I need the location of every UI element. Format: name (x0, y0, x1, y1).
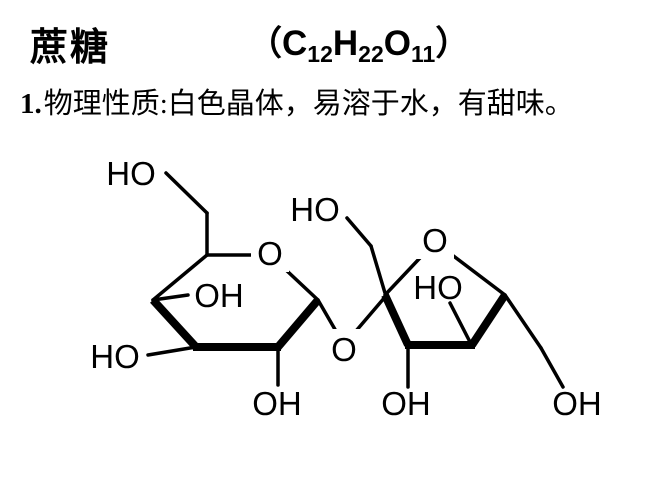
label-glucose-c2-oh: OH (252, 385, 302, 422)
bond-fructose-c4-ho (448, 301, 472, 344)
item-number: 1. (20, 88, 42, 120)
property-text: 物理性质:白色晶体，易溶于水，有甜味。 (43, 88, 574, 120)
bond-fructose-c5-c4-bold (468, 292, 509, 348)
label-fructose-ring-o: O (422, 222, 448, 259)
formula-carbon: C (282, 24, 308, 63)
bond-glucose-c3-ho (146, 345, 198, 357)
formula-hydrogen-count: 22 (358, 41, 384, 67)
label-glucose-ring-o: O (257, 235, 283, 272)
bond-fructose-c5-c6 (503, 293, 543, 350)
bond-glucose-c4-oh (151, 293, 190, 302)
formula-open-paren: （ (248, 26, 282, 63)
header: 蔗糖 （C12H22O11） (30, 16, 650, 71)
label-fructose-c6-oh: OH (552, 385, 602, 422)
page-title: 蔗糖 (30, 27, 111, 69)
mask-glycosidic-o (325, 329, 363, 367)
label-backgrounds (251, 221, 454, 367)
bond-glucose-ho-c6 (164, 171, 209, 215)
formula-carbon-count: 12 (307, 41, 333, 67)
sucrose-structure-diagram: HO O OH HO OH O HO O HO OH OH (90, 155, 602, 422)
bold-bonds (150, 292, 509, 351)
bond-fructose-c6-oh (539, 346, 565, 389)
mask-glucose-ring-o (251, 234, 289, 272)
label-glycosidic-o: O (331, 331, 357, 368)
bond-fructose-c3-c2-bold (381, 293, 412, 347)
bond-fructose-c1-c2 (369, 244, 387, 295)
label-fructose-c3-ho: HO (413, 269, 463, 306)
bond-fructose-ho-c1 (345, 216, 373, 248)
mask-fructose-ring-o (416, 221, 454, 259)
formula-oxygen: O (383, 24, 411, 63)
bond-glucose-c3-c4-bold (150, 297, 199, 350)
label-fructose-c1-ho: HO (290, 191, 340, 228)
bond-glucose-c1-c2-bold (274, 297, 322, 350)
label-glucose-c6-ho: HO (106, 155, 156, 192)
label-glucose-c3-ho: HO (90, 338, 140, 375)
label-fructose-c4-oh: OH (381, 385, 431, 422)
formula-hydrogen: H (332, 24, 359, 63)
property-line: 1.物理性质:白色晶体，易溶于水，有甜味。 (20, 80, 660, 122)
formula-oxygen-count: 11 (410, 41, 436, 67)
molecular-formula: （C12H22O11） (248, 16, 469, 68)
formula-close-paren: ） (435, 26, 470, 63)
bond-glucose-c4-c5 (151, 253, 209, 302)
atom-labels: HO O OH HO OH O HO O HO OH OH (90, 155, 602, 422)
label-glucose-c4-oh: OH (194, 277, 244, 314)
